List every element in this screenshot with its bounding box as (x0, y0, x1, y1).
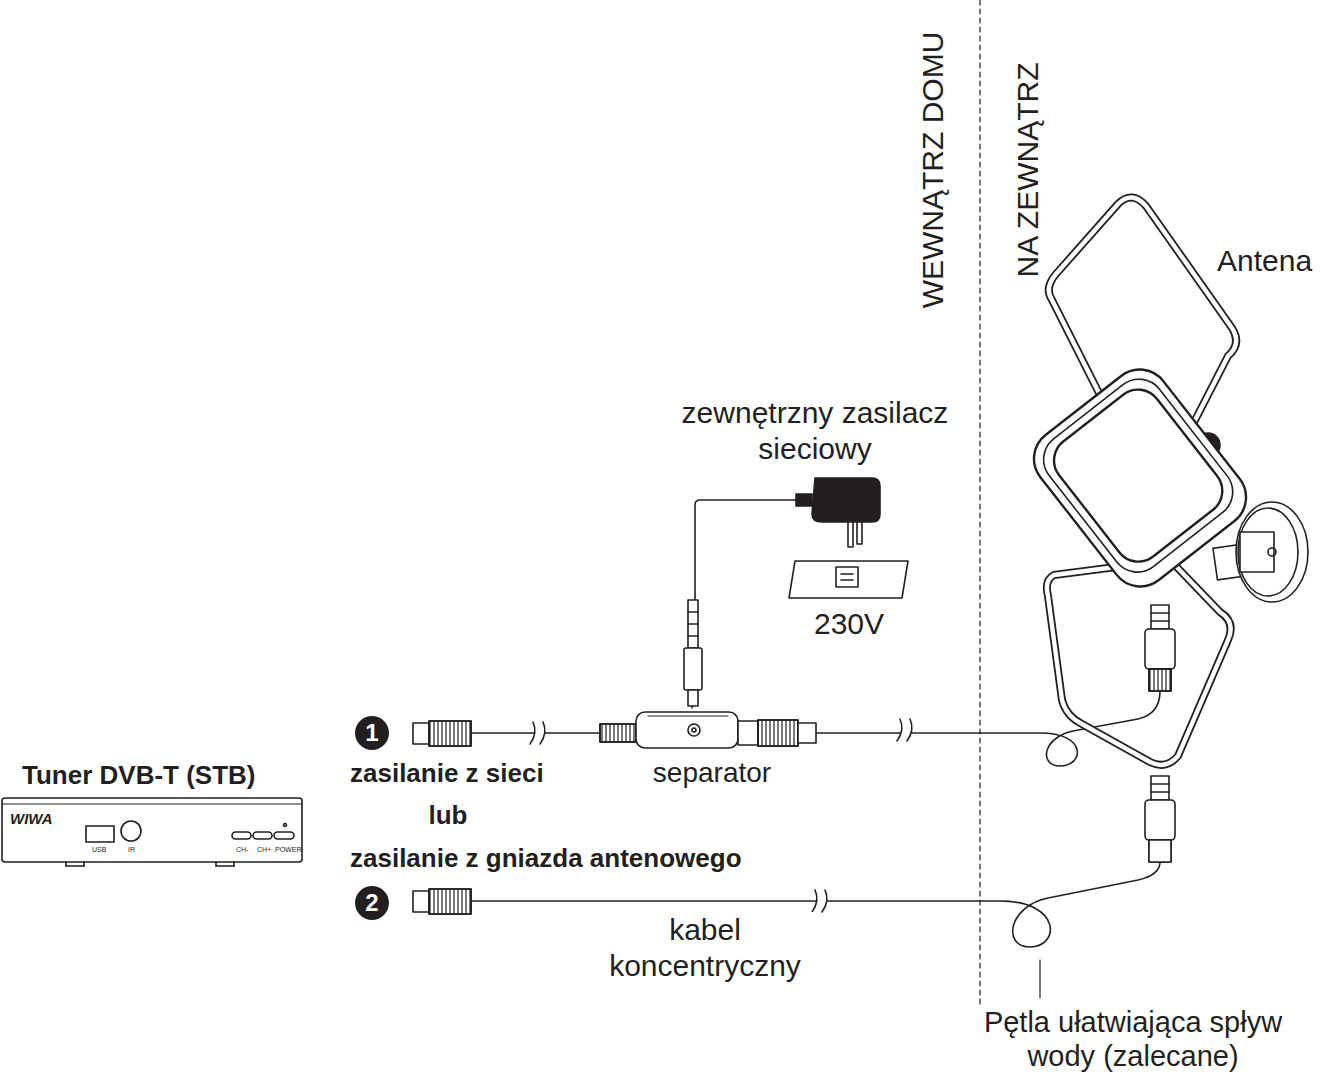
panel-label: CH+ (257, 846, 271, 854)
panel-label: POWER (275, 846, 301, 854)
node-title: zewnętrzny zasilacz sieciowy (680, 395, 950, 467)
zone-label: WEWNĄTRZ DOMU (915, 32, 951, 309)
callout-number: 2 (355, 886, 389, 920)
break-mark (897, 719, 912, 741)
break-mark (812, 890, 827, 912)
node-title: separator (628, 756, 796, 790)
note-label: Pętla ułatwiająca spływ wody (zalecane) (958, 1005, 1308, 1073)
zone-label: NA ZEWNĄTRZ (1010, 63, 1046, 278)
coax-cable (816, 691, 1160, 766)
panel-label: IR (128, 846, 135, 854)
f-plug (413, 889, 471, 914)
node-title: 230V (785, 606, 913, 642)
panel-label: WIWA (10, 810, 53, 828)
power-adapter: zewnętrzny zasilacz sieciowy (680, 395, 952, 552)
antenna: Antena (1040, 190, 1323, 770)
node-title: Antena (1217, 243, 1312, 279)
f-plug (413, 721, 471, 746)
node-title: Tuner DVB-T (STB) (22, 760, 256, 791)
divider-line (979, 0, 980, 1020)
antenna-connector (1145, 776, 1175, 862)
wall-socket: 230V (785, 556, 915, 644)
option-label: zasilanie z sieci (350, 758, 544, 789)
break-mark (530, 722, 545, 744)
option-label: lub (398, 800, 498, 831)
dvb-t-tuner: Tuner DVB-T (STB) WIWA USB IR CH- CH+ POWER (0, 760, 310, 870)
dc-plug (684, 600, 702, 706)
leader-line (1039, 960, 1040, 998)
callout-number: 1 (355, 716, 389, 750)
separator: separator (598, 708, 820, 792)
power-cable (692, 500, 810, 708)
cable-label: kabel koncentryczny (590, 912, 820, 984)
panel-label: USB (92, 846, 106, 854)
option-label: zasilanie z gniazda antenowego (350, 843, 742, 874)
panel-label: CH- (236, 846, 248, 854)
